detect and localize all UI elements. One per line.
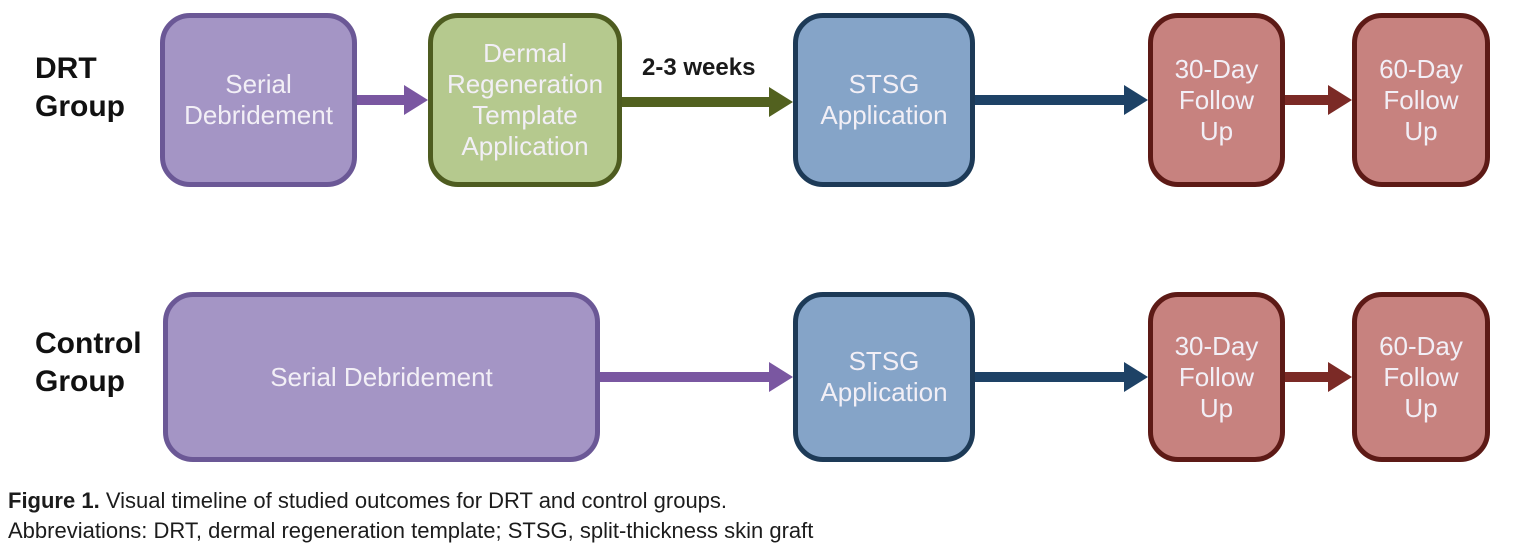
node-control-30day-followup: 30-Day Follow Up xyxy=(1148,292,1285,462)
arrowhead-icon xyxy=(1328,362,1352,392)
caption-line-1: Figure 1. Visual timeline of studied out… xyxy=(8,486,813,516)
row-label-control-group: Control Group xyxy=(35,327,142,398)
arrowhead-icon xyxy=(1124,362,1148,392)
caption-abbreviations: Abbreviations: DRT, dermal regeneration … xyxy=(8,518,814,543)
arrow-30day-to-60day-control xyxy=(1285,362,1352,392)
node-control-serial-debridement: Serial Debridement xyxy=(163,292,600,462)
row-label-drt-group: DRT Group xyxy=(35,52,125,123)
node-label: 60-Day Follow Up xyxy=(1379,53,1463,146)
arrow-shaft xyxy=(622,97,769,107)
figure-caption: Figure 1. Visual timeline of studied out… xyxy=(8,486,813,546)
node-control-stsg-application: STSG Application xyxy=(793,292,975,462)
node-drt-template-application: Dermal Regeneration Template Application xyxy=(428,13,622,187)
node-drt-stsg-application: STSG Application xyxy=(793,13,975,187)
arrowhead-icon xyxy=(769,362,793,392)
arrow-shaft xyxy=(600,372,769,382)
node-drt-serial-debridement: Serial Debridement xyxy=(160,13,357,187)
node-drt-60day-followup: 60-Day Follow Up xyxy=(1352,13,1490,187)
node-label: 30-Day Follow Up xyxy=(1174,330,1259,423)
arrowhead-icon xyxy=(404,85,428,115)
arrow-shaft xyxy=(1285,95,1328,105)
arrow-shaft xyxy=(1285,372,1328,382)
arrowhead-icon xyxy=(1124,85,1148,115)
node-label: Serial Debridement xyxy=(184,69,333,130)
arrow-stsg-to-30day-control xyxy=(975,362,1148,392)
node-control-60day-followup: 60-Day Follow Up xyxy=(1352,292,1490,462)
arrow-template-to-stsg xyxy=(622,87,793,117)
arrow-30day-to-60day xyxy=(1285,85,1352,115)
arrow-shaft xyxy=(975,95,1124,105)
node-label: 30-Day Follow Up xyxy=(1174,53,1259,146)
arrow-debridement-to-stsg xyxy=(600,362,793,392)
caption-figure-label: Figure 1. xyxy=(8,488,100,513)
caption-figure-text: Visual timeline of studied outcomes for … xyxy=(105,488,728,513)
node-drt-30day-followup: 30-Day Follow Up xyxy=(1148,13,1285,187)
node-label: STSG Application xyxy=(820,346,948,407)
arrow-shaft xyxy=(975,372,1124,382)
interval-label-2-3-weeks: 2-3 weeks xyxy=(642,54,756,81)
node-label: Serial Debridement xyxy=(270,361,493,392)
node-label: STSG Application xyxy=(820,69,948,130)
node-label: 60-Day Follow Up xyxy=(1379,330,1463,423)
arrow-stsg-to-30day xyxy=(975,85,1148,115)
node-label: Dermal Regeneration Template Application xyxy=(446,38,604,161)
arrow-debridement-to-template xyxy=(357,85,428,115)
arrow-shaft xyxy=(357,95,404,105)
arrowhead-icon xyxy=(769,87,793,117)
arrowhead-icon xyxy=(1328,85,1352,115)
